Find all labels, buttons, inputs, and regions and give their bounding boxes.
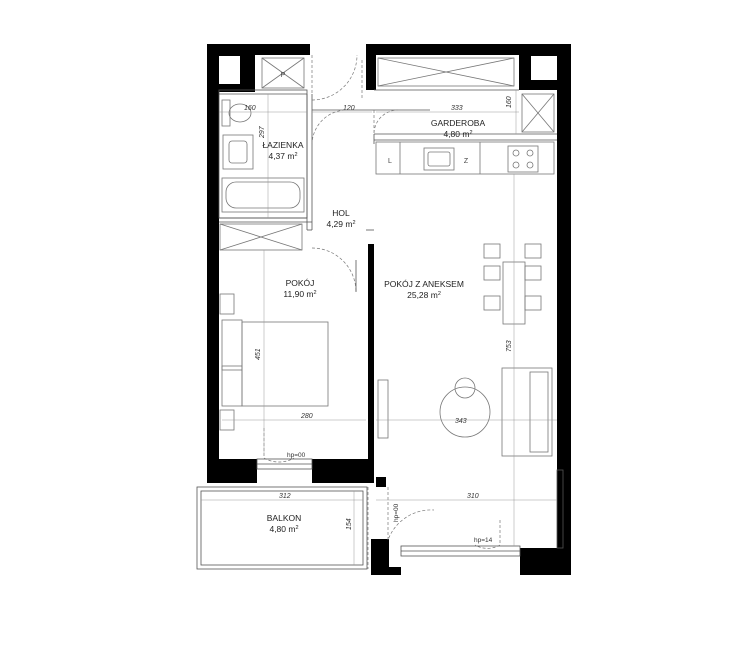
coffee-table — [439, 377, 491, 438]
svg-text:25,28 m2: 25,28 m2 — [407, 290, 441, 300]
svg-text:4,80 m2: 4,80 m2 — [269, 524, 298, 534]
dining-table — [483, 243, 542, 325]
room-area: 4,80 m — [443, 129, 469, 139]
sill-height-note: hp=00 — [393, 503, 400, 522]
stove-icon — [507, 145, 539, 173]
room-name: HOL — [332, 208, 350, 218]
bathroom-fixtures: P — [221, 57, 305, 213]
sill-height-note: hp=14 — [474, 537, 493, 544]
sofa — [501, 367, 553, 457]
room-label-pokoj: POKÓJ 11,90 m2 — [283, 278, 316, 299]
room-area: 4,29 m — [326, 219, 352, 229]
fridge-label: L — [388, 158, 392, 165]
dimension-label: 333 — [451, 105, 463, 112]
sill-height-note: hp=00 — [287, 452, 306, 459]
dimension-label: 312 — [279, 493, 291, 500]
room-label-balkon: BALKON 4,80 m2 — [267, 513, 302, 534]
dimension-label: 343 — [455, 418, 467, 425]
doors — [263, 54, 501, 549]
dimension-labels: 160 120 333 160 297 280 451 753 343 312 … — [244, 96, 513, 530]
room-name: ŁAZIENKA — [262, 140, 303, 150]
svg-text:4,37 m2: 4,37 m2 — [268, 151, 297, 161]
room-label-lazienka: ŁAZIENKA 4,37 m2 — [262, 140, 303, 161]
balcony — [196, 486, 369, 570]
dimension-label: 297 — [259, 125, 266, 139]
area-unit-sup: 2 — [438, 291, 441, 297]
room-label-hol: HOL 4,29 m2 — [326, 208, 355, 229]
dimension-label: 451 — [255, 348, 262, 360]
toilet-icon — [221, 99, 252, 127]
room-name: BALKON — [267, 513, 302, 523]
dimension-label: 310 — [467, 493, 479, 500]
svg-text:11,90 m2: 11,90 m2 — [283, 289, 316, 299]
room-label-garderoba: GARDEROBA 4,80 m2 — [431, 118, 486, 139]
tv-cabinet — [377, 379, 389, 439]
dimension-label: 120 — [343, 105, 355, 112]
exterior-walls — [207, 44, 571, 575]
dimension-label: 753 — [506, 340, 513, 352]
room-area: 4,80 m — [269, 524, 295, 534]
bed — [219, 293, 329, 431]
area-unit-sup: 2 — [314, 290, 317, 296]
dimension-lines — [201, 90, 557, 565]
room-name: POKÓJ Z ANEKSEM — [384, 279, 464, 289]
svg-text:4,29 m2: 4,29 m2 — [326, 219, 355, 229]
room-area: 11,90 m — [283, 289, 313, 299]
wardrobe-shelving — [377, 57, 555, 133]
installation-shaft-label: P — [281, 72, 286, 79]
sill-height-notes: hp=00 hp=00 hp=14 — [287, 452, 493, 544]
dimension-label: 160 — [244, 105, 256, 112]
room-name: POKÓJ — [286, 278, 315, 288]
kitchen-sink-icon — [423, 147, 455, 171]
sink-icon — [222, 134, 254, 170]
bedroom-wardrobe — [219, 223, 303, 251]
room-area: 25,28 m — [407, 290, 438, 300]
dishwasher-label: Z — [464, 158, 469, 165]
room-name: GARDEROBA — [431, 118, 486, 128]
area-unit-sup: 2 — [294, 152, 297, 158]
area-unit-sup: 2 — [352, 220, 355, 226]
bathtub-icon — [221, 177, 305, 213]
dimension-label: 280 — [300, 413, 313, 420]
dimension-label: 160 — [506, 96, 513, 108]
area-unit-sup: 2 — [469, 130, 472, 136]
svg-text:4,80 m2: 4,80 m2 — [443, 129, 472, 139]
area-unit-sup: 2 — [295, 525, 298, 531]
windows — [256, 458, 564, 557]
dimension-label: 154 — [346, 518, 353, 530]
room-label-pokoj-z-aneksem: POKÓJ Z ANEKSEM 25,28 m2 — [384, 279, 464, 300]
room-area: 4,37 m — [268, 151, 294, 161]
kitchen-counter: L Z — [375, 141, 555, 175]
